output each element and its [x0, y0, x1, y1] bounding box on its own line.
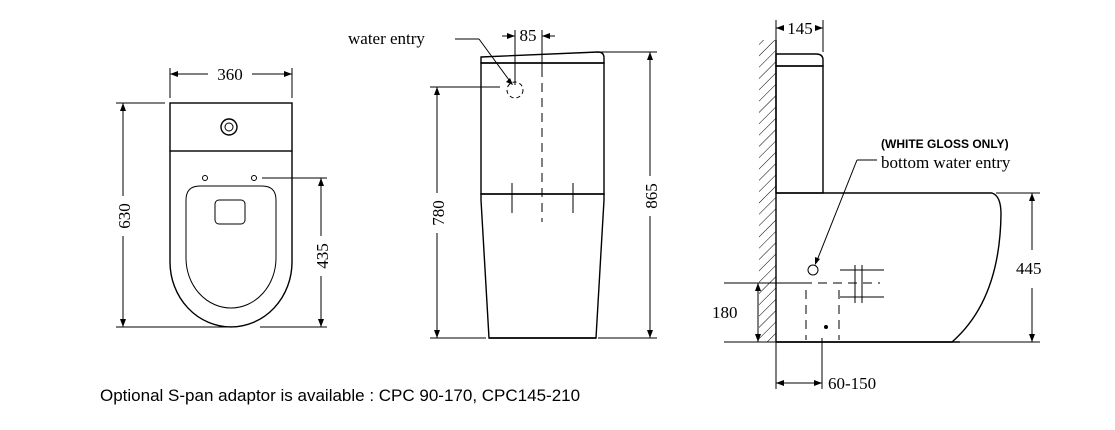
dimension-entry-85: 85	[502, 26, 555, 85]
side-view: 145 (WHITE GLOSS ONLY) bottom water entr…	[712, 19, 1042, 393]
dim-445-label: 445	[1016, 259, 1042, 278]
dim-60-150-label: 60-150	[828, 374, 876, 393]
dim-360-label: 360	[217, 65, 243, 84]
front-view-outline	[480, 51, 605, 339]
dim-630-label: 630	[115, 203, 134, 229]
dimension-width-360: 360	[169, 65, 293, 98]
bottom-water-entry-label: bottom water entry	[881, 153, 1011, 172]
white-gloss-note: (WHITE GLOSS ONLY)	[881, 137, 1009, 151]
dimension-cistern-145: 145	[775, 19, 824, 52]
water-entry-callout: water entry	[348, 29, 513, 85]
dim-865-label: 865	[642, 183, 661, 209]
dimension-pan-445: 445	[952, 192, 1042, 343]
dim-85-label: 85	[520, 26, 537, 45]
bottom-entry-callout: (WHITE GLOSS ONLY) bottom water entry	[815, 137, 1011, 265]
dimension-outlet-180: 180	[712, 282, 803, 343]
side-view-outline	[775, 53, 1002, 343]
dimension-depth-630: 630	[115, 102, 235, 328]
dimension-depth-435: 435	[260, 177, 332, 328]
front-view: water entry 85 780 865	[348, 26, 661, 339]
top-view-outline	[169, 102, 293, 328]
top-view: 360 630 435	[115, 65, 332, 328]
dim-145-label: 145	[787, 19, 813, 38]
wall-hatch	[759, 40, 777, 342]
dimension-height-780: 780	[429, 86, 500, 339]
water-entry-label: water entry	[348, 29, 425, 48]
dim-435-label: 435	[313, 243, 332, 269]
dimension-height-865: 865	[598, 51, 661, 339]
dim-780-label: 780	[429, 200, 448, 226]
dim-180-label: 180	[712, 303, 738, 322]
dimension-setout-60-150: 60-150	[775, 338, 876, 393]
s-pan-adaptor-note: Optional S-pan adaptor is available : CP…	[100, 386, 581, 405]
